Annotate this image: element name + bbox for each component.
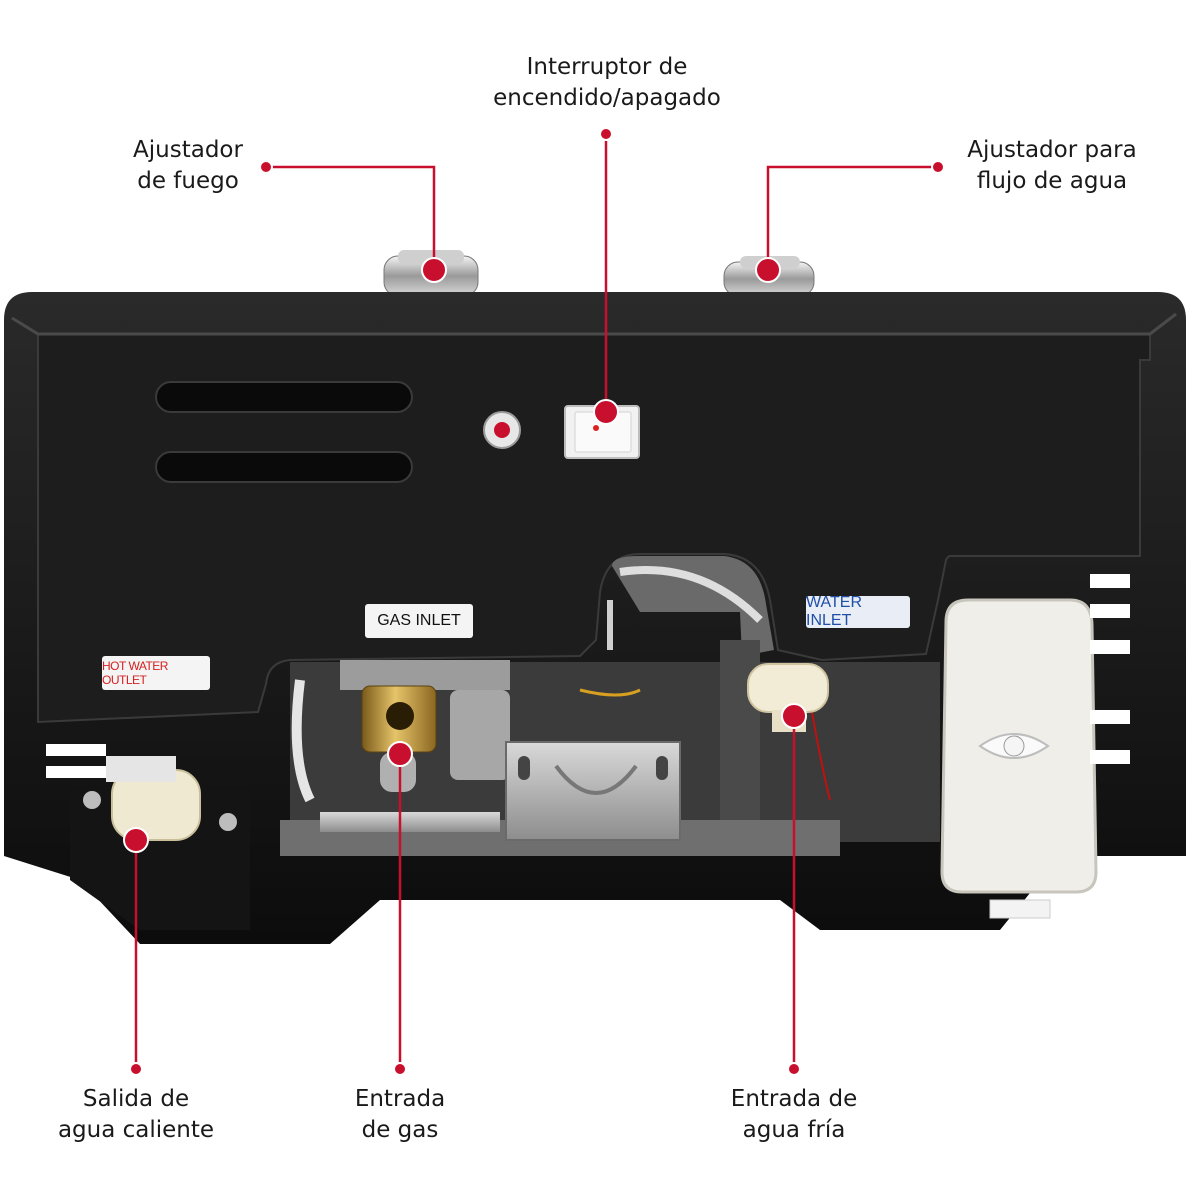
callout-dots: [123, 127, 945, 1076]
water-inlet-tag: WATER INLET: [806, 594, 910, 629]
dot-switch-label: [599, 127, 613, 141]
hot-water-outlet-fitting[interactable]: [70, 756, 250, 930]
callout-water-flow-line2: flujo de agua: [976, 168, 1128, 194]
side-grille: [46, 574, 1130, 778]
callout-hot-outlet: Salida de agua caliente: [46, 1084, 226, 1146]
callout-water-flow: Ajustador para flujo de agua: [950, 135, 1154, 197]
dot-hot-target: [123, 827, 149, 853]
callout-gas-inlet: Entrada de gas: [330, 1084, 470, 1146]
callout-hot-outlet-line2: agua caliente: [57, 1117, 215, 1143]
callout-lines: [134, 134, 938, 1069]
mounting-bracket: [505, 741, 681, 841]
callout-fire-line1: Ajustador: [133, 137, 243, 163]
callout-cold-inlet-line1: Entrada de: [730, 1086, 858, 1112]
dot-cold-label: [787, 1062, 801, 1076]
callout-fire: Ajustador de fuego: [110, 135, 266, 197]
dot-flow-target: [755, 257, 781, 283]
callout-cold-inlet: Entrada de agua fría: [714, 1084, 874, 1146]
callout-switch-line2: encendido/apagado: [493, 85, 721, 111]
vent-slots: [155, 381, 413, 483]
dot-fire-label: [259, 160, 273, 174]
callout-hot-outlet-line1: Salida de: [82, 1086, 190, 1112]
callout-cold-inlet-line2: agua fría: [742, 1117, 846, 1143]
water-valve-housing: [940, 598, 1098, 919]
dot-fire-target: [421, 257, 447, 283]
callout-switch: Interruptor de encendido/apagado: [476, 52, 738, 114]
dot-switch-target: [593, 399, 619, 425]
callout-gas-inlet-line1: Entrada: [354, 1086, 446, 1112]
dot-hot-label: [129, 1062, 143, 1076]
indicator-light: [483, 411, 521, 449]
callout-gas-inlet-line2: de gas: [361, 1117, 439, 1143]
hot-water-outlet-tag: HOT WATER OUTLET: [102, 656, 210, 690]
dot-gas-label: [393, 1062, 407, 1076]
callout-water-flow-line1: Ajustador para: [967, 137, 1137, 163]
callout-switch-line1: Interruptor de: [526, 54, 688, 80]
power-switch[interactable]: [564, 405, 640, 459]
dot-flow-label: [931, 160, 945, 174]
callout-fire-line2: de fuego: [137, 168, 239, 194]
gas-inlet-tag: GAS INLET: [365, 604, 473, 638]
dot-gas-target: [387, 741, 413, 767]
dot-cold-target: [781, 703, 807, 729]
